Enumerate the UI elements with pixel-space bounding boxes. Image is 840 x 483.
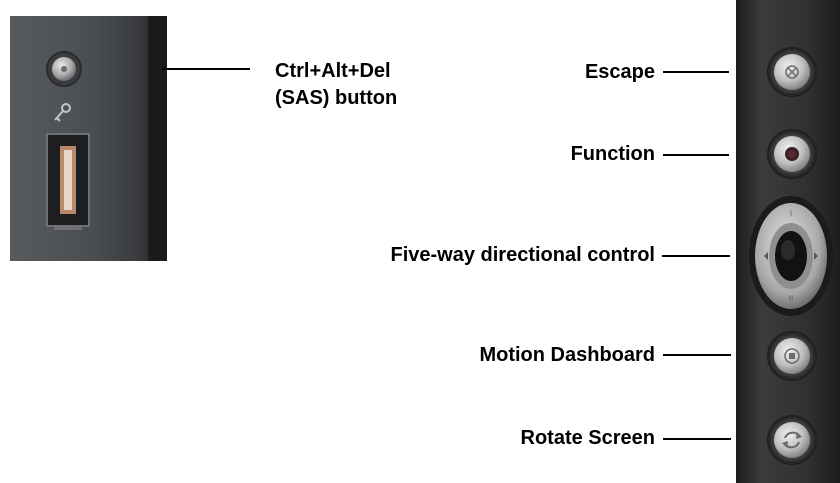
escape-button-icon[interactable] [767,47,817,97]
escape-leader-line [663,71,729,73]
five-way-label: Five-way directional control [390,244,655,266]
sas-leader-line [162,68,250,70]
rotate-screen-label: Rotate Screen [520,427,656,449]
svg-text:i: i [790,209,792,218]
function-button-icon[interactable] [767,129,817,179]
escape-label: Escape [584,61,655,83]
five-way-control-icon[interactable]: i ıı [749,196,833,316]
right-device-panel: i ıı [736,0,840,483]
sas-label-line2: (SAS) button [275,87,398,109]
fingerprint-reader-icon [46,133,90,230]
left-device-panel [10,16,167,261]
function-label: Function [570,143,655,165]
sas-label-line1: Ctrl+Alt+Del [275,60,391,82]
key-icon [54,103,71,122]
rotate-screen-leader-line [663,438,731,440]
rotate-screen-button-icon[interactable] [767,415,817,465]
motion-dashboard-label: Motion Dashboard [479,344,655,366]
svg-text:ıı: ıı [789,293,793,302]
five-way-leader-line [662,255,730,257]
ctrl-alt-del-button-icon[interactable] [46,51,82,87]
function-leader-line [663,154,729,156]
motion-dashboard-leader-line [663,354,731,356]
motion-dashboard-button-icon[interactable] [767,331,817,381]
